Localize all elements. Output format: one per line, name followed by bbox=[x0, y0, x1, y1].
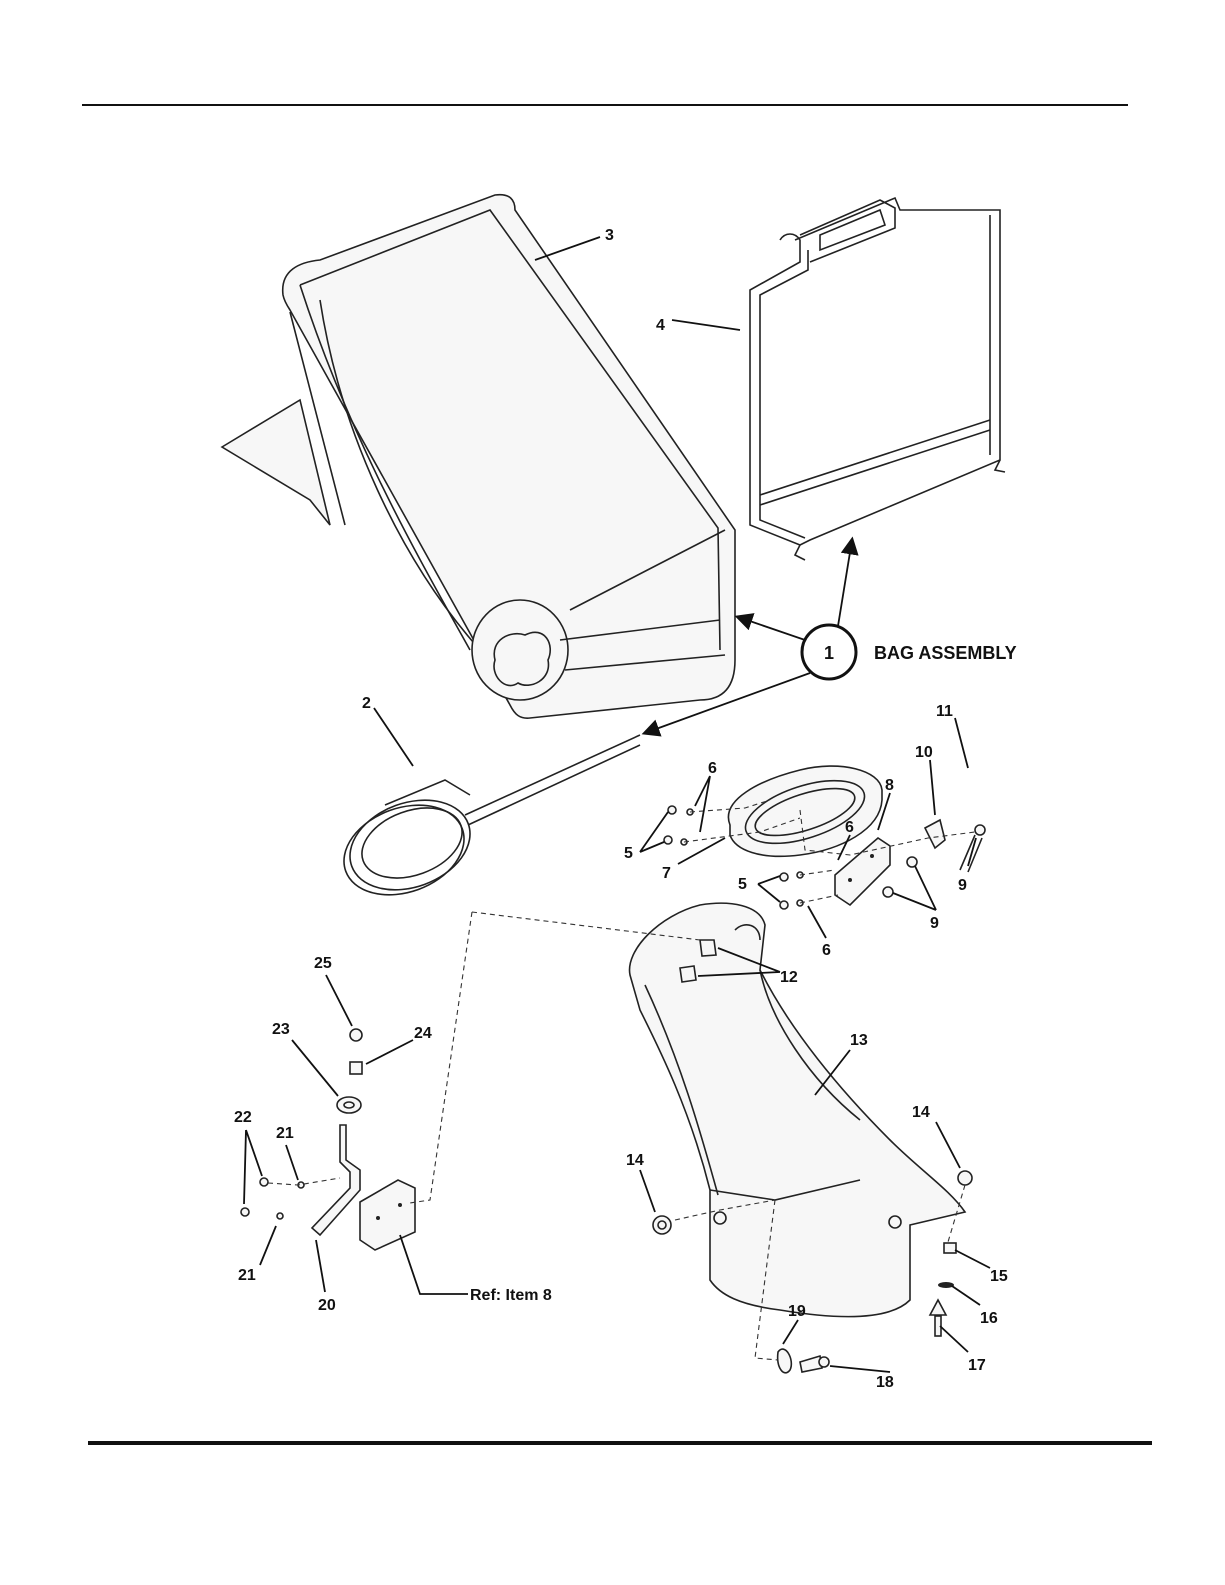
grass-bag bbox=[222, 195, 735, 718]
callout-6c: 6 bbox=[822, 942, 831, 959]
callout-15: 15 bbox=[990, 1268, 1008, 1285]
callout-5b: 5 bbox=[738, 876, 747, 893]
callout-5a: 5 bbox=[624, 845, 633, 862]
callout-8: 8 bbox=[885, 777, 894, 794]
callout-17: 17 bbox=[968, 1357, 986, 1374]
callout-19: 19 bbox=[788, 1303, 806, 1320]
callout-2: 2 bbox=[362, 695, 371, 712]
callout-3: 3 bbox=[605, 227, 614, 244]
callout-21a: 21 bbox=[276, 1125, 294, 1142]
callout-23: 23 bbox=[272, 1021, 290, 1038]
callout-6a: 6 bbox=[708, 760, 717, 777]
callout-24: 24 bbox=[414, 1025, 432, 1042]
latch-hardware bbox=[241, 1029, 415, 1250]
bag-frame bbox=[750, 198, 1005, 560]
callout-4: 4 bbox=[656, 317, 665, 334]
callout-9b: 9 bbox=[930, 915, 939, 932]
callout-22: 22 bbox=[234, 1109, 252, 1126]
callout-12: 12 bbox=[780, 969, 798, 986]
callout-11: 11 bbox=[936, 703, 953, 720]
callout-10: 10 bbox=[915, 744, 933, 761]
callout-13: 13 bbox=[850, 1032, 868, 1049]
callout-7: 7 bbox=[662, 865, 671, 882]
callout-20: 20 bbox=[318, 1297, 336, 1314]
callout-14b: 14 bbox=[912, 1104, 930, 1121]
bag-ring bbox=[331, 735, 640, 911]
callout-1: 1 bbox=[824, 643, 834, 663]
callout-25: 25 bbox=[314, 955, 332, 972]
ref-item-8: Ref: Item 8 bbox=[470, 1287, 552, 1304]
callout-14a: 14 bbox=[626, 1152, 644, 1169]
chute-adapter-ring bbox=[728, 766, 882, 856]
callout-6b: 6 bbox=[845, 819, 854, 836]
bag-assembly-label: BAG ASSEMBLY bbox=[874, 643, 1017, 663]
callout-18: 18 bbox=[876, 1374, 894, 1391]
callout-16: 16 bbox=[980, 1310, 998, 1327]
callout-21b: 21 bbox=[238, 1267, 256, 1284]
callout-9a: 9 bbox=[958, 877, 967, 894]
